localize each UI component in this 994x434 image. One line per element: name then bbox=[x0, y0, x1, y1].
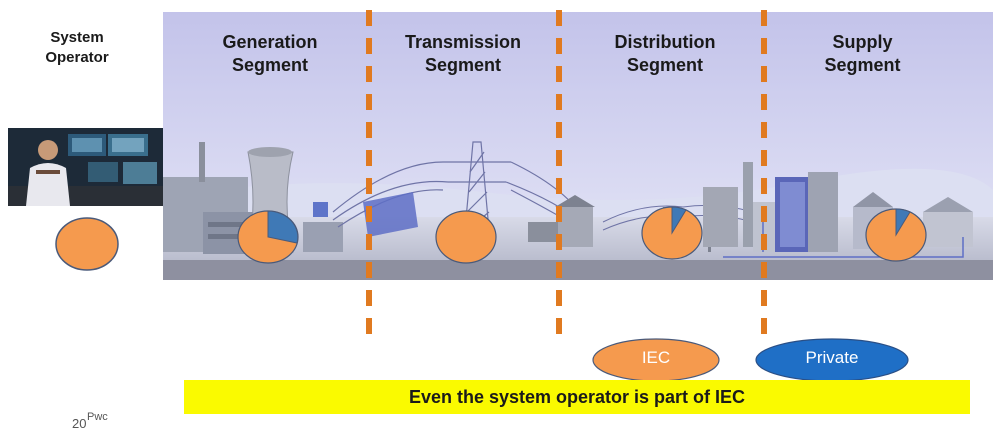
supply-pie-private-slice bbox=[895, 208, 911, 237]
segment-title-generation: Generation Segment bbox=[222, 32, 318, 75]
legend-private-label: Private bbox=[805, 348, 859, 367]
transmission-ownership-pie bbox=[435, 210, 497, 264]
control-room-photo bbox=[8, 128, 163, 206]
system-operator-title: System Operator bbox=[22, 28, 132, 68]
segment-divider-3 bbox=[761, 10, 767, 338]
generation-pie-private-slice bbox=[267, 210, 299, 244]
distribution-pie-private-slice bbox=[671, 206, 687, 235]
segment-divider-1 bbox=[366, 10, 372, 338]
legend-iec-label: IEC bbox=[641, 348, 671, 367]
brand-label: Pwc bbox=[87, 411, 108, 423]
system-operator-title-line1: System bbox=[50, 29, 104, 46]
segment-title-transmission: Transmission Segment bbox=[404, 32, 522, 75]
segment-title-supply: Supply Segment bbox=[824, 32, 901, 75]
system-operator-title-line2: Operator bbox=[45, 49, 109, 66]
page-number: 20 bbox=[72, 416, 87, 431]
system-operator-pie-iec-slice bbox=[55, 217, 119, 271]
banner: Even the system operator is part of IEC bbox=[184, 380, 970, 414]
supply-ownership-pie bbox=[865, 208, 927, 262]
distribution-ownership-pie bbox=[641, 206, 703, 260]
power-plant-drawing bbox=[163, 142, 343, 254]
transmission-pie-iec-slice bbox=[435, 210, 497, 264]
generation-ownership-pie bbox=[237, 210, 299, 264]
system-operator-ownership-pie bbox=[55, 217, 119, 271]
segment-title-distribution: Distribution Segment bbox=[614, 32, 716, 75]
segment-divider-2 bbox=[556, 10, 562, 338]
